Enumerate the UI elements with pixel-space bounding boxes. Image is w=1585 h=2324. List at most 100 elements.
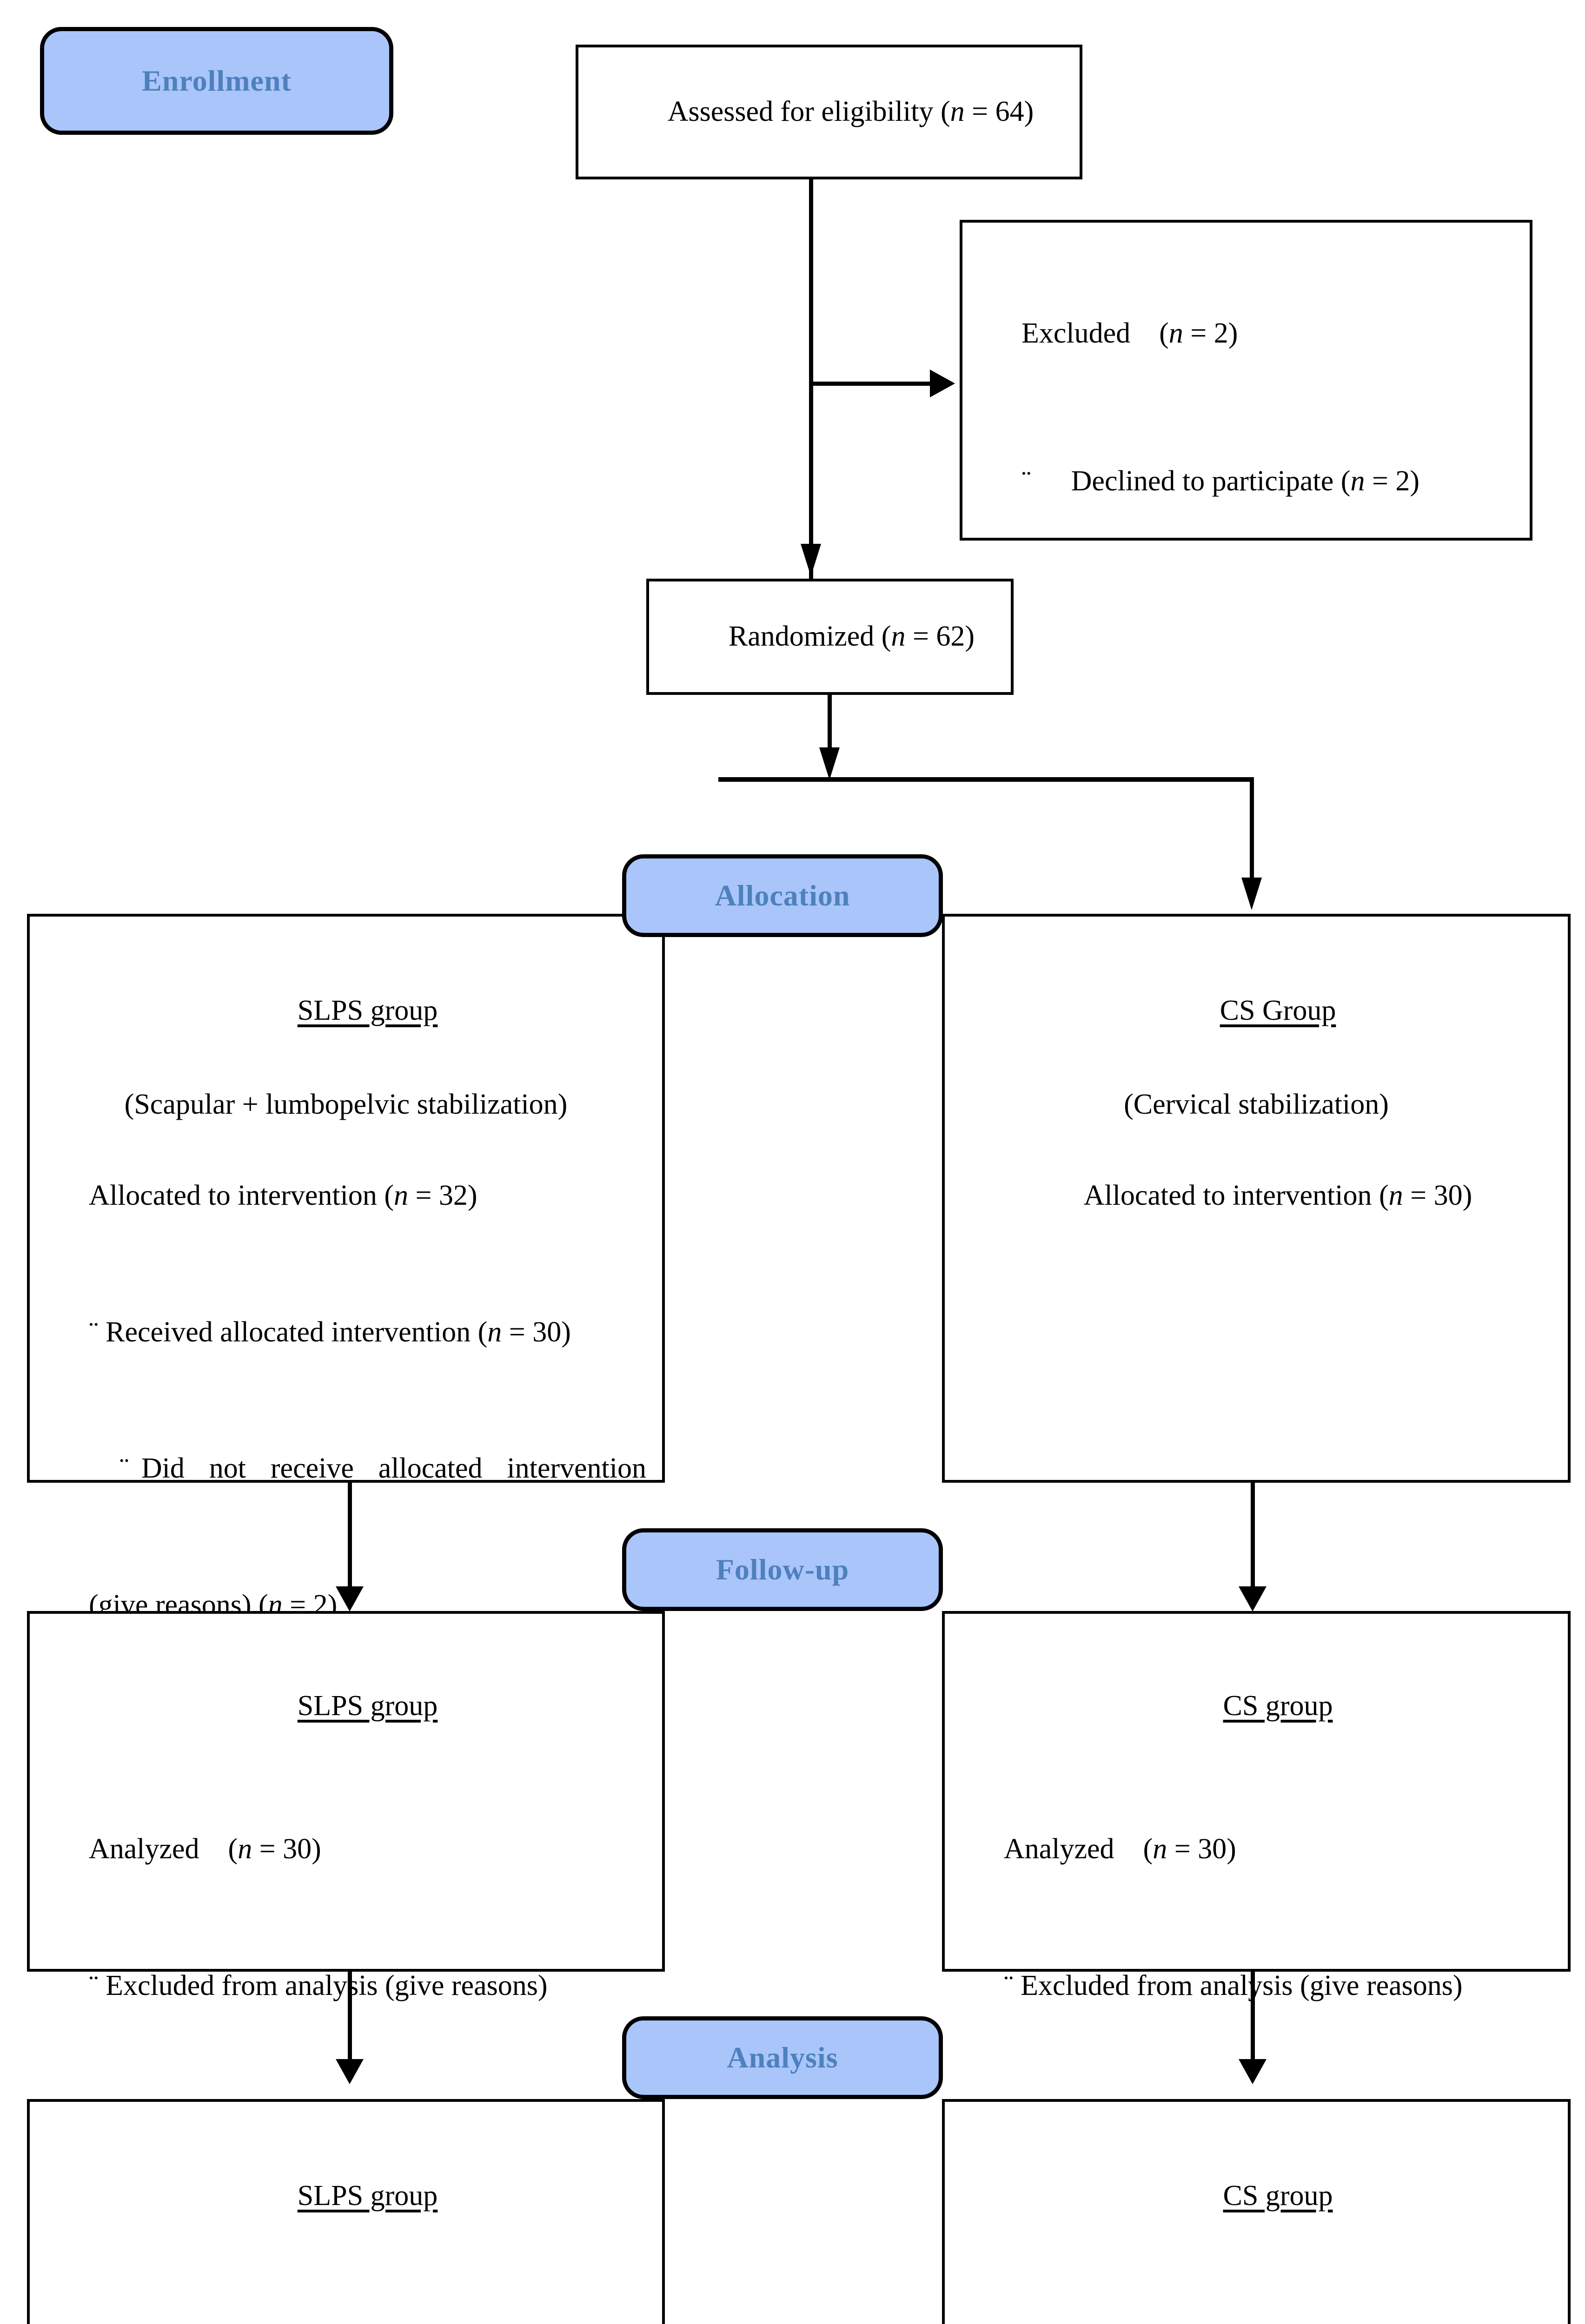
analysis-slps-analyzed: Analyzed (n=30) [30, 2271, 662, 2324]
followup-slps-analyzed-n-symbol: n [238, 1833, 252, 1865]
allocation-slps-allocated: Allocated to intervention (n = 32) [30, 1128, 662, 1264]
connector-cs-followup-to-analysis [1251, 1972, 1255, 2079]
analysis-slps-analyzed-n-value: =30) [252, 2323, 307, 2324]
excluded-reason-n-symbol: n [1350, 465, 1365, 497]
followup-cs-excluded: ¨ Excluded from analysis (give reasons) [945, 1918, 1568, 2054]
analysis-cs-title-row: CS group [945, 2128, 1568, 2265]
analysis-slps-title: SLPS group [297, 2179, 438, 2212]
allocation-cs-allocated: Allocated to intervention (n = 30) [945, 1128, 1568, 1264]
followup-cs-analyzed: Analyzed (n = 30) [945, 1781, 1568, 1918]
box-analysis-cs: CS group Analyzed (n = 30) ¨ Excluded fr… [942, 2099, 1571, 2324]
stage-pill-followup: Follow-up [622, 1528, 943, 1611]
followup-slps-analyzed-n-value: = 30) [252, 1833, 321, 1865]
assessed-n-value: = 64) [964, 96, 1034, 128]
excluded-reason: ¨ Declined to participate (n = 2) [962, 413, 1530, 550]
excluded-reason-label: Declined to participate ( [1071, 465, 1351, 497]
allocation-cs-title: CS Group [1220, 994, 1336, 1026]
arrow-to-cs-allocation [1241, 878, 1262, 910]
excluded-heading-n-value: = 2) [1183, 317, 1238, 349]
box-analysis-slps: SLPS group Analyzed (n=30) ¨ Excluded fr… [27, 2099, 665, 2324]
allocation-cs-allocated-n-symbol: n [1388, 1179, 1403, 1211]
connector-cs-allocation-to-followup [1251, 1483, 1255, 1599]
connector-assessed-to-randomized [809, 179, 813, 579]
allocation-cs-title-row: CS Group [945, 943, 1568, 1079]
box-followup-cs: CS group Analyzed (n = 30) ¨ Excluded fr… [942, 1611, 1571, 2138]
stage-pill-analysis: Analysis [622, 2016, 943, 2099]
excluded-heading-label: Excluded ( [1021, 317, 1169, 349]
analysis-cs-analyzed-label: Analyzed ( [1004, 2323, 1153, 2324]
box-allocation-slps: SLPS group (Scapular + lumbopelvic stabi… [27, 914, 665, 1762]
followup-slps-excluded-label: Excluded from analysis (give reasons) [106, 1969, 548, 2001]
arrow-slps-allocation-to-followup [336, 1586, 364, 1611]
stage-pill-analysis-label: Analysis [727, 2041, 838, 2074]
excluded-heading-n-symbol: n [1168, 317, 1183, 349]
allocation-cs-allocated-label: Allocated to intervention ( [1083, 1179, 1389, 1211]
allocation-cs-subtitle: (Cervical stabilization) [1124, 1088, 1389, 1120]
followup-cs-analyzed-n-value: = 30) [1167, 1833, 1236, 1865]
analysis-slps-analyzed-label: Analyzed ( [89, 2323, 238, 2324]
assessed-label: Assessed for eligibility ( [667, 96, 950, 128]
assessed-n-symbol: n [950, 96, 965, 128]
box-followup-slps: SLPS group Analyzed (n = 30) ¨ Excluded … [27, 1611, 665, 2138]
arrow-slps-followup-to-analysis [336, 2059, 364, 2084]
allocation-slps-title: SLPS group [297, 994, 438, 1026]
randomized-n-value: = 62) [905, 621, 975, 653]
analysis-cs-analyzed-n-value: = 30) [1167, 2323, 1236, 2324]
assessed-text: Assessed for eligibility (n = 64) [578, 44, 1080, 180]
arrow-to-excluded [930, 370, 955, 397]
followup-slps-analyzed-label: Analyzed ( [89, 1833, 238, 1865]
followup-cs-analyzed-n-symbol: n [1153, 1833, 1167, 1865]
followup-cs-excluded-bullet: ¨ [1004, 1969, 1014, 2001]
followup-slps-excluded: ¨ Excluded from analysis (give reasons) [30, 1918, 662, 2054]
allocation-slps-received-n-symbol: n [487, 1316, 502, 1348]
allocation-slps-received-bullet: ¨ [89, 1316, 99, 1348]
stage-pill-allocation: Allocation [622, 854, 943, 937]
allocation-slps-received-n-value: = 30) [502, 1316, 571, 1348]
box-excluded: Excluded (n = 2) ¨Declined to participat… [960, 220, 1532, 541]
allocation-slps-notreceived: ¨ Did not receive allocated intervention [30, 1401, 662, 1538]
excluded-bullet-marker: ¨ [1021, 465, 1031, 497]
connector-slps-allocation-to-followup [348, 1483, 352, 1599]
followup-slps-excluded-bullet: ¨ [89, 1969, 99, 2001]
allocation-slps-received: ¨ Received allocated intervention (n = 3… [30, 1264, 662, 1401]
box-assessed-for-eligibility: Assessed for eligibility (n = 64) [576, 45, 1082, 179]
allocation-slps-notreceived-label: Did not receive allocated intervention [141, 1452, 647, 1485]
allocation-slps-allocated-label: Allocated to intervention ( [89, 1179, 394, 1211]
connector-assessed-to-excluded [809, 382, 944, 386]
analysis-slps-title-row: SLPS group [30, 2128, 662, 2265]
connector-slps-followup-to-analysis [348, 1972, 352, 2079]
stage-pill-enrollment: Enrollment [40, 27, 393, 135]
stage-pill-enrollment-label: Enrollment [142, 64, 292, 97]
analysis-cs-analyzed-n-symbol: n [1153, 2323, 1167, 2324]
connector-randomized-down [828, 695, 832, 755]
stage-pill-followup-label: Follow-up [716, 1553, 849, 1586]
analysis-cs-title: CS group [1223, 2179, 1333, 2212]
allocation-slps-title-row: SLPS group [30, 943, 662, 1079]
excluded-heading: Excluded (n = 2) [962, 265, 1530, 402]
allocation-slps-notreceived-bullet2: ¨ [119, 1452, 129, 1485]
followup-slps-title-row: SLPS group [30, 1638, 662, 1775]
allocation-slps-received-label: Received allocated intervention ( [106, 1316, 488, 1348]
randomized-label: Randomized ( [728, 621, 891, 653]
allocation-slps-subtitle: (Scapular + lumbopelvic stabilization) [124, 1088, 568, 1120]
followup-cs-title: CS group [1223, 1690, 1333, 1722]
arrow-cs-followup-to-analysis [1239, 2059, 1267, 2084]
randomized-n-symbol: n [891, 621, 906, 653]
followup-cs-excluded-label: Excluded from analysis (give reasons) [1021, 1969, 1463, 2001]
split-bar-allocation [718, 777, 1253, 782]
followup-slps-analyzed: Analyzed (n = 30) [30, 1781, 662, 1918]
analysis-slps-analyzed-n-symbol: n [238, 2323, 252, 2324]
analysis-cs-analyzed: Analyzed (n = 30) [945, 2271, 1568, 2324]
allocation-slps-allocated-n-value: = 32) [408, 1179, 477, 1211]
arrow-assessed-to-randomized [801, 544, 821, 576]
allocation-slps-allocated-n-symbol: n [393, 1179, 408, 1211]
arrow-randomized-to-split [819, 747, 840, 780]
box-allocation-cs: CS Group (Cervical stabilization) Alloca… [942, 914, 1571, 1483]
followup-cs-title-row: CS group [945, 1638, 1568, 1775]
arrow-cs-allocation-to-followup [1239, 1586, 1267, 1611]
allocation-cs-allocated-n-value: = 30) [1403, 1179, 1472, 1211]
connector-split-to-cs-allocation [1250, 777, 1254, 889]
randomized-text: Randomized (n = 62) [649, 568, 1011, 705]
excluded-reason-n-value: = 2) [1365, 465, 1420, 497]
